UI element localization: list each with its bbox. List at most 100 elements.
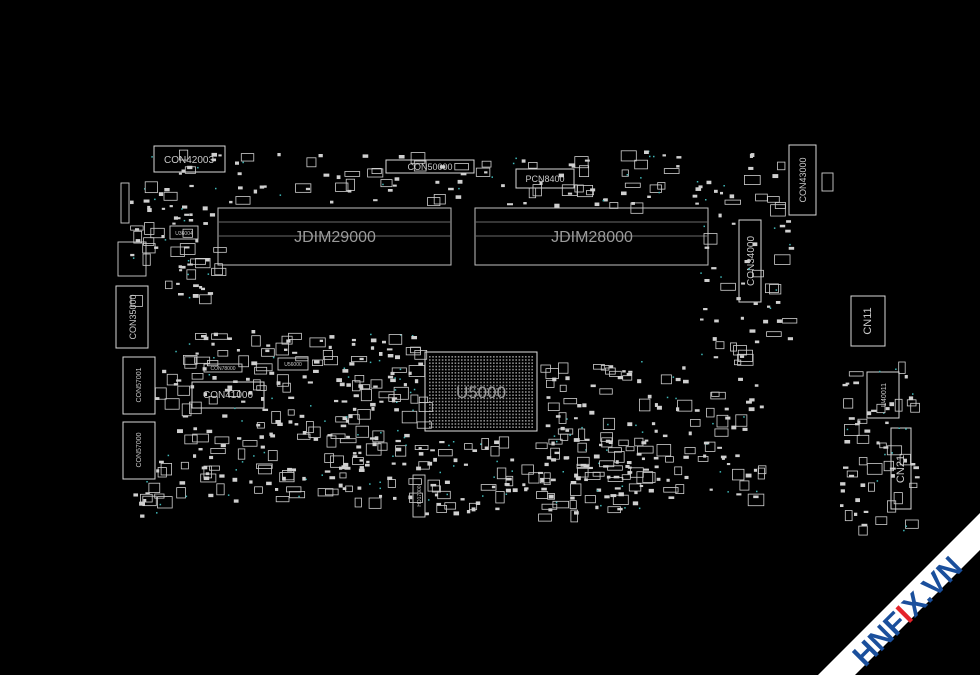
- smd-component: [843, 466, 849, 469]
- smd-component: [528, 187, 537, 199]
- smd-component: [605, 439, 611, 443]
- smd-component: [843, 398, 854, 409]
- connector-con57001[interactable]: CON57001: [122, 356, 156, 415]
- smd-component: [143, 199, 150, 203]
- connector-pcn8400[interactable]: PCN8400: [515, 168, 575, 189]
- smd-component: [205, 472, 210, 476]
- smd-component: [391, 462, 396, 465]
- smd-component: [744, 260, 750, 264]
- smd-component: [641, 457, 645, 461]
- smd-component: [345, 178, 355, 191]
- smd-component: [213, 332, 218, 337]
- smd-component: [895, 368, 897, 370]
- smd-component: [238, 355, 249, 368]
- smd-component: [352, 407, 357, 411]
- smd-component: [630, 202, 644, 214]
- connector-con50000[interactable]: CON50000: [385, 159, 475, 174]
- smd-component: [738, 377, 743, 381]
- smd-component: [560, 426, 565, 431]
- smd-component: [437, 490, 451, 500]
- connector-con35000[interactable]: CON35000: [115, 285, 149, 349]
- connector-hd17000[interactable]: HD17000: [412, 474, 426, 518]
- smd-component: [772, 174, 779, 179]
- smd-component: [370, 402, 376, 407]
- smd-component: [434, 493, 439, 497]
- smd-component: [282, 382, 291, 393]
- connector-con34000[interactable]: CON34000: [738, 219, 762, 303]
- smd-component: [607, 465, 623, 471]
- connector-con78000[interactable]: CON78000: [203, 363, 243, 373]
- dimm-slot-jdim29000[interactable]: JDIM29000: [217, 207, 452, 266]
- smd-component: [777, 161, 786, 171]
- smd-component: [193, 284, 199, 288]
- smd-component: [213, 247, 227, 253]
- smd-component: [759, 405, 764, 409]
- smd-component: [609, 202, 619, 209]
- smd-component: [394, 177, 400, 181]
- smd-component: [724, 199, 741, 205]
- dimm-slot-jdim28000[interactable]: JDIM28000: [474, 207, 709, 266]
- smd-component: [246, 377, 250, 381]
- connector-con57000[interactable]: CON57000: [122, 421, 156, 480]
- smd-component: [614, 451, 625, 463]
- smd-component: [548, 508, 553, 512]
- smd-component: [324, 488, 339, 496]
- smd-component: [675, 397, 677, 400]
- smd-component: [276, 381, 281, 385]
- smd-component: [351, 338, 356, 342]
- smd-component: [339, 438, 357, 444]
- cpu-u5000[interactable]: U5000: [424, 351, 538, 432]
- smd-component: [358, 451, 362, 455]
- smd-component: [352, 452, 357, 455]
- smd-component: [342, 369, 349, 373]
- connector-con42003[interactable]: CON42003: [153, 145, 226, 173]
- smd-component: [265, 349, 270, 353]
- smd-component: [767, 305, 771, 308]
- smd-component: [565, 429, 570, 432]
- smd-component: [232, 477, 238, 482]
- smd-component: [214, 436, 230, 445]
- smd-component: [256, 385, 267, 391]
- smd-component: [324, 453, 335, 463]
- smd-component: [695, 187, 702, 191]
- smd-component: [339, 472, 347, 479]
- chip-u36004[interactable]: U36004: [169, 225, 199, 240]
- chip-u56000[interactable]: U56000: [277, 357, 309, 371]
- smd-component: [365, 463, 370, 467]
- chip-u40011[interactable]: U40011: [866, 371, 900, 419]
- smd-component: [621, 191, 627, 196]
- smd-component: [715, 341, 725, 350]
- smd-component: [737, 349, 753, 362]
- jdim28000-label: JDIM28000: [551, 229, 633, 246]
- smd-component: [135, 239, 141, 243]
- smd-component: [318, 154, 323, 158]
- smd-component: [732, 468, 745, 481]
- connector-cn11[interactable]: CN11: [850, 295, 886, 347]
- smd-component: [730, 342, 737, 352]
- smd-component: [765, 283, 779, 294]
- component: [120, 182, 130, 224]
- smd-component: [296, 433, 311, 440]
- smd-component: [628, 471, 633, 474]
- smd-component: [209, 213, 216, 217]
- smd-component: [335, 416, 347, 423]
- smd-component: [641, 441, 647, 445]
- smd-component: [393, 496, 397, 500]
- smd-component: [206, 429, 213, 434]
- smd-component: [899, 453, 911, 466]
- smd-component: [370, 346, 375, 350]
- smd-component: [551, 441, 555, 446]
- smd-component: [704, 441, 716, 452]
- smd-component: [747, 493, 765, 507]
- smd-component: [466, 510, 471, 514]
- smd-component: [248, 391, 253, 395]
- connector-con43000[interactable]: CON43000: [788, 144, 817, 216]
- smd-component: [351, 342, 356, 346]
- smd-component: [379, 481, 381, 483]
- smd-component: [656, 477, 661, 481]
- smd-component: [169, 205, 173, 208]
- smd-component: [675, 484, 685, 495]
- smd-component: [586, 189, 595, 196]
- con34000-label: CON34000: [746, 236, 757, 286]
- smd-component: [241, 400, 246, 403]
